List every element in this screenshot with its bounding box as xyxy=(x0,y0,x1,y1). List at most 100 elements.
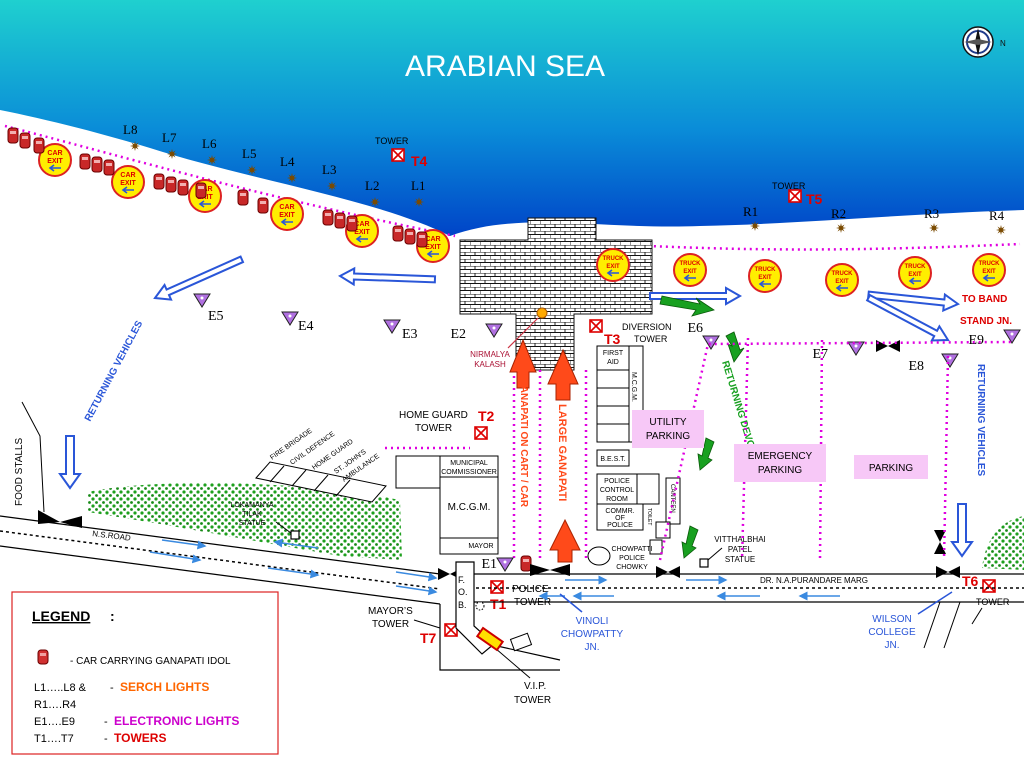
car-window xyxy=(349,219,355,222)
devotee-arrow-3 xyxy=(697,437,715,471)
mayor-label: MAYOR xyxy=(468,543,493,550)
chowpatti-chowky-icon xyxy=(587,546,611,566)
lokamanya-pointer xyxy=(275,521,292,534)
nirmalya-line1: NIRMALYA xyxy=(470,350,510,359)
exit-line2: EXIT xyxy=(606,264,620,270)
electronic-light-label: E2 xyxy=(450,327,466,342)
legend-box xyxy=(11,591,279,755)
ns-road-edge-bottom xyxy=(0,545,441,605)
searchlight-icon xyxy=(130,141,140,151)
exit-line2: EXIT xyxy=(982,269,996,275)
car-body xyxy=(322,209,334,226)
exit-arrow-icon xyxy=(606,269,619,277)
towers-group xyxy=(391,148,996,637)
tower-icon-1 xyxy=(391,148,405,162)
lokamanya-line3: STATUE xyxy=(239,520,266,527)
searchlight-label: L8 xyxy=(123,122,137,137)
wilson-line1: WILSON xyxy=(872,614,911,625)
municipal-line2: COMMISSIONER xyxy=(441,469,497,476)
idol-car-14 xyxy=(334,212,346,229)
searchlight-label: L6 xyxy=(202,136,217,151)
truck-route-arrow-3 xyxy=(865,293,950,342)
idol-car-6 xyxy=(103,159,115,176)
exit-line1: TRUCK xyxy=(680,261,702,267)
fob-o: O. xyxy=(458,587,468,597)
truck-route-arrow-2 xyxy=(867,290,961,313)
legend-row4-dash: - xyxy=(104,733,108,745)
idol-car-17 xyxy=(404,228,416,245)
exit-sign xyxy=(596,248,630,282)
tower-t4-id: T4 xyxy=(411,153,428,169)
legend-row1-value: SERCH LIGHTS xyxy=(120,680,209,694)
compass-north: N xyxy=(1000,39,1006,48)
commr-line2: OF xyxy=(615,515,625,522)
tower-icon-5 xyxy=(490,580,504,594)
mcgm-label: M.C.G.M. xyxy=(448,502,491,513)
searchlight-l3: L3 xyxy=(322,162,337,191)
tower-icon-7 xyxy=(982,579,996,593)
car-window xyxy=(395,229,401,232)
searchlight-icon xyxy=(929,223,939,233)
vip-car-icon xyxy=(475,626,505,652)
legend-row1-key: L1…..L8 & xyxy=(34,682,87,694)
electronic-light-e7: E7 xyxy=(812,341,865,362)
idol-car-4 xyxy=(79,153,91,170)
best-block xyxy=(596,449,630,467)
exit-arrow-icon xyxy=(982,274,995,282)
car-window xyxy=(106,163,112,166)
tower-t5-id: T5 xyxy=(806,191,823,207)
mcgm-vertical-label: M.C.G.M. xyxy=(630,372,637,402)
legend-row4-key: T1….T7 xyxy=(34,733,74,745)
car-window xyxy=(523,559,529,562)
tower-icon-6 xyxy=(444,623,458,637)
car-window xyxy=(82,157,88,160)
car-window xyxy=(240,193,246,196)
police-control-line2: CONTROL xyxy=(600,487,634,494)
vitthalbhai-pointer xyxy=(707,547,723,561)
exit-sign xyxy=(748,259,782,293)
exit-line2: EXIT xyxy=(279,212,295,219)
exit-arrow-icon xyxy=(355,235,368,243)
tower-cross xyxy=(982,579,996,593)
car-window xyxy=(180,183,186,186)
food-stalls-boundary xyxy=(21,401,45,513)
electronic-light-icon xyxy=(847,341,865,356)
searchlight-r1: R1 xyxy=(743,204,760,231)
car-body xyxy=(33,137,45,154)
legend-row3-dash: - xyxy=(104,716,108,728)
tower-t4-word: TOWER xyxy=(375,136,409,146)
mayors-tower-line1: MAYOR’S xyxy=(368,606,413,617)
exit-arrow-icon xyxy=(121,186,134,194)
toilet-label: TOILET xyxy=(646,508,652,525)
exit-arrow-icon xyxy=(835,284,848,292)
municipal-building xyxy=(395,455,441,489)
nirmalya-line2: KALASH xyxy=(474,360,506,369)
electronic-light-icon xyxy=(485,323,503,338)
tower-icon-3 xyxy=(589,319,603,333)
vinoli-pointer xyxy=(559,593,583,613)
nirmalya-kalash-icon xyxy=(536,307,548,319)
searchlight-l2: L2 xyxy=(365,178,380,207)
exit-line1: CAR xyxy=(425,236,440,243)
tower-t6-id: T6 xyxy=(962,573,979,589)
idol-car-8 xyxy=(165,176,177,193)
searchlight-label: L3 xyxy=(322,162,336,177)
lokamanya-line2: TILAK xyxy=(242,511,262,518)
tower-t2-id: T2 xyxy=(478,408,495,424)
idol-car-10 xyxy=(195,182,207,199)
fob-f: F. xyxy=(458,575,465,585)
exit-arrow-icon xyxy=(48,164,61,172)
car-body xyxy=(404,228,416,245)
exit-line1: CAR xyxy=(47,150,62,157)
beach-boundary-left xyxy=(4,124,456,238)
municipal-line1: MUNICIPAL xyxy=(450,460,488,467)
electronic-light-dot xyxy=(854,344,858,348)
devotee-arrow-1 xyxy=(659,295,715,317)
devotee-arrow-2 xyxy=(725,331,745,363)
car-body xyxy=(416,231,428,248)
electronic-light-dot xyxy=(390,322,394,326)
searchlight-l1: L1 xyxy=(411,178,425,207)
garden-left xyxy=(88,482,402,560)
